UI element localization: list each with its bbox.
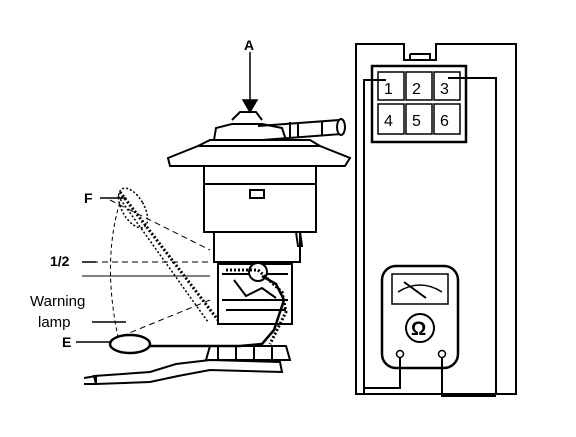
pin-3: 3 (440, 81, 449, 98)
label-e: E (62, 334, 71, 350)
meter-terminal-right (437, 349, 447, 359)
pin-6: 6 (440, 113, 449, 130)
float-full (117, 187, 149, 229)
bottom-bracket (83, 358, 284, 386)
fuel-outlet-pipe (231, 111, 346, 141)
lead-pin1-to-meter (364, 358, 401, 389)
meter-terminal-left (395, 349, 405, 359)
meter-dial (391, 273, 449, 305)
connector-pin-face: 1 2 3 4 5 6 (370, 64, 468, 144)
float-swing-arc (109, 195, 123, 347)
label-a: A (244, 37, 254, 53)
float-arm (117, 187, 288, 345)
lead-to-pin-1 (363, 79, 386, 394)
label-half: 1/2 (50, 253, 70, 269)
label-f: F (84, 190, 93, 206)
label-warning-line2: lamp (38, 314, 71, 331)
meter-needle (403, 281, 427, 299)
meter-symbol: Ω (411, 319, 426, 340)
ohmmeter: Ω (380, 264, 460, 370)
lead-pin3-to-meter (441, 358, 496, 397)
pump-body (203, 166, 317, 263)
level-lines (82, 199, 211, 341)
pin-5: 5 (412, 113, 421, 130)
pin-4: 4 (384, 113, 393, 130)
test-leads (363, 77, 497, 397)
pin-1: 1 (384, 81, 393, 98)
float-empty (108, 274, 286, 355)
pin-2: 2 (412, 81, 421, 98)
meter-scale (397, 284, 443, 293)
callout-lines (76, 52, 259, 343)
lead-to-pin-3 (448, 77, 497, 394)
sender-flange (166, 123, 352, 167)
label-warning-line1: Warning (30, 293, 85, 310)
arrowhead-a (241, 99, 259, 114)
ohm-icon (405, 313, 435, 343)
